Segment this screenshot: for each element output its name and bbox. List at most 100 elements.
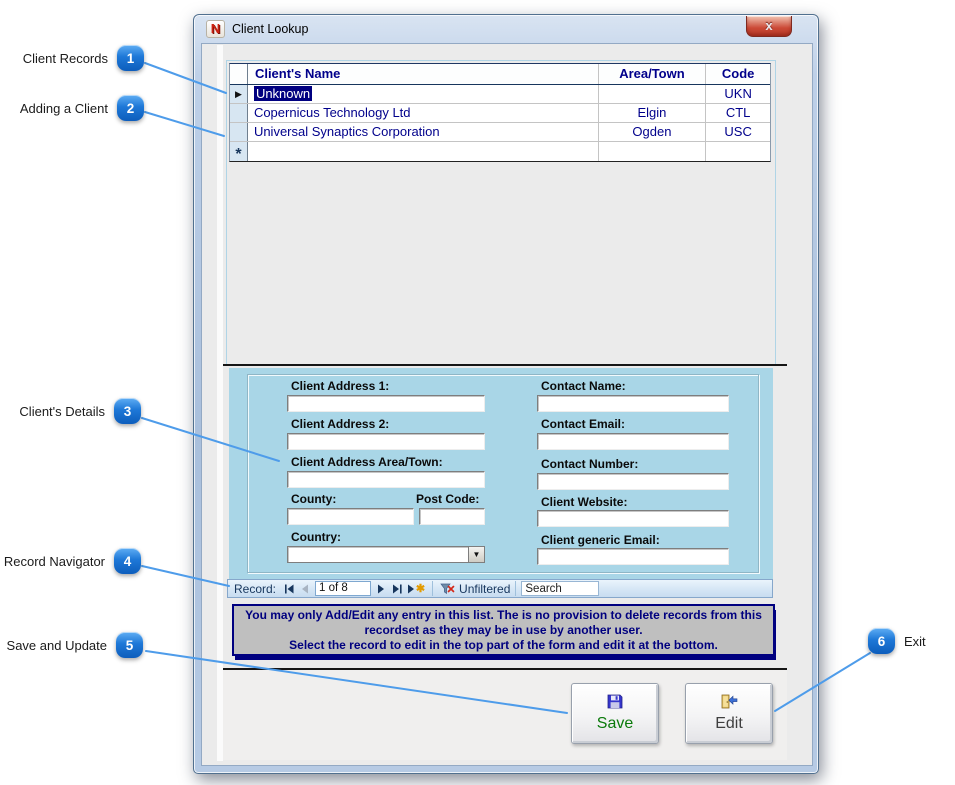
callout-label: Client's Details: [19, 403, 105, 419]
next-record-button[interactable]: [373, 581, 389, 596]
close-button[interactable]: x: [746, 16, 792, 37]
callout-save-and-update: Save and Update 5: [7, 632, 143, 658]
callout-badge-3: 3: [114, 398, 141, 424]
callout-label: Client Records: [22, 50, 108, 66]
form-left-margin: [217, 45, 223, 761]
new-record-row[interactable]: *: [230, 142, 770, 162]
save-button[interactable]: Save: [571, 683, 659, 744]
country-combo[interactable]: ▼: [287, 546, 485, 563]
callout-badge-6: 6: [868, 628, 895, 654]
divider: [223, 364, 787, 366]
cell-area[interactable]: [599, 85, 707, 103]
client-generic-email-field[interactable]: [537, 548, 729, 565]
callout-badge-1: 1: [117, 45, 144, 71]
county-label: County:: [291, 492, 337, 506]
current-record-arrow-icon: ▶: [235, 88, 242, 99]
cell-name[interactable]: [248, 142, 599, 161]
callout-exit: 6 Exit: [868, 628, 926, 654]
floppy-disk-icon: [607, 694, 623, 712]
previous-record-button[interactable]: [297, 581, 313, 596]
callout-label: Exit: [904, 633, 926, 649]
client-address-1-label: Client Address 1:: [291, 379, 390, 393]
county-field[interactable]: [287, 508, 414, 525]
client-generic-email-label: Client generic Email:: [541, 533, 660, 547]
app-icon: N: [206, 20, 225, 38]
post-code-field[interactable]: [419, 508, 485, 525]
callout-record-navigator: Record Navigator 4: [4, 548, 141, 574]
cell-code[interactable]: CTL: [725, 105, 751, 120]
record-navigator: Record: 1 of 8 ✱: [227, 579, 773, 598]
cell-code[interactable]: [706, 142, 770, 161]
row-selector[interactable]: [230, 123, 248, 141]
new-record-selector[interactable]: *: [230, 142, 248, 162]
last-record-button[interactable]: [389, 581, 405, 596]
filter-icon[interactable]: [438, 581, 456, 596]
record-label: Record:: [234, 581, 277, 596]
callout-label: Record Navigator: [3, 553, 105, 569]
table-row[interactable]: Copernicus Technology Ltd Elgin CTL: [230, 104, 770, 123]
country-label: Country:: [291, 530, 341, 544]
table-row[interactable]: ▶ Unknown UKN: [230, 85, 770, 104]
edit-button[interactable]: Edit: [685, 683, 773, 744]
contact-name-field[interactable]: [537, 395, 729, 412]
edit-button-label: Edit: [715, 715, 743, 732]
post-code-label: Post Code:: [416, 492, 480, 506]
notice-line: You may only Add/Edit any entry in this …: [245, 607, 762, 622]
notice-box: You may only Add/Edit any entry in this …: [232, 604, 775, 656]
divider: [515, 581, 517, 596]
notice-line: Select the record to edit in the top par…: [289, 637, 718, 652]
exit-door-icon: [721, 694, 738, 712]
client-grid: Client's Name Area/Town Code ▶ Unknown U…: [229, 63, 771, 162]
contact-name-label: Contact Name:: [541, 379, 626, 393]
cell-name[interactable]: Copernicus Technology Ltd: [248, 104, 599, 122]
window-title: Client Lookup: [232, 22, 309, 36]
save-button-label: Save: [596, 715, 634, 732]
first-record-button[interactable]: [281, 581, 297, 596]
callout-badge-2: 2: [117, 95, 144, 121]
cell-area[interactable]: [599, 142, 707, 161]
contact-email-field[interactable]: [537, 433, 729, 450]
callout-label: Save and Update: [6, 637, 107, 653]
client-address-area-town-field[interactable]: [287, 471, 485, 488]
row-selector[interactable]: ▶: [230, 85, 248, 103]
selected-cell-text[interactable]: Unknown: [253, 86, 313, 101]
callout-badge-4: 4: [114, 548, 141, 574]
client-address-2-label: Client Address 2:: [291, 417, 390, 431]
contact-number-label: Contact Number:: [541, 457, 639, 471]
cell-area[interactable]: Elgin: [599, 104, 707, 122]
client-lookup-window: N Client Lookup x Client's Name Area/Tow…: [193, 14, 819, 774]
callout-label: Adding a Client: [19, 100, 108, 116]
grid-selector-header: [230, 64, 248, 84]
dropdown-arrow-icon[interactable]: ▼: [468, 546, 485, 563]
search-input[interactable]: [521, 581, 600, 596]
client-website-field[interactable]: [537, 510, 729, 527]
row-selector[interactable]: [230, 104, 248, 122]
column-header-clients-name[interactable]: Client's Name: [248, 64, 599, 84]
cell-area[interactable]: Ogden: [599, 123, 707, 141]
form-client-area: Client's Name Area/Town Code ▶ Unknown U…: [201, 43, 813, 766]
column-header-code[interactable]: Code: [721, 66, 755, 81]
column-header-area-town[interactable]: Area/Town: [599, 64, 707, 84]
unfiltered-label[interactable]: Unfiltered: [459, 581, 511, 596]
grid-header-row: Client's Name Area/Town Code: [230, 64, 770, 85]
contact-email-label: Contact Email:: [541, 417, 626, 431]
new-record-button[interactable]: ✱: [405, 581, 427, 596]
client-address-2-field[interactable]: [287, 433, 485, 450]
table-row[interactable]: Universal Synaptics Corporation Ogden US…: [230, 123, 770, 142]
callout-adding-a-client: Adding a Client 2: [20, 95, 144, 121]
cell-code[interactable]: UKN: [724, 86, 752, 101]
record-position-box[interactable]: 1 of 8: [315, 581, 372, 596]
client-details-panel: Client Address 1: Client Address 2: Clie…: [229, 368, 773, 579]
country-field[interactable]: [287, 546, 468, 563]
divider: [432, 581, 434, 596]
callout-badge-5: 5: [116, 632, 143, 658]
cell-code[interactable]: USC: [724, 124, 752, 139]
client-website-label: Client Website:: [541, 495, 628, 509]
client-address-area-town-label: Client Address Area/Town:: [291, 455, 443, 469]
cell-name[interactable]: Universal Synaptics Corporation: [248, 123, 599, 141]
callout-clients-details: Client's Details 3: [19, 398, 141, 424]
contact-number-field[interactable]: [537, 473, 729, 490]
client-address-1-field[interactable]: [287, 395, 485, 412]
details-inner-frame: [247, 374, 759, 573]
